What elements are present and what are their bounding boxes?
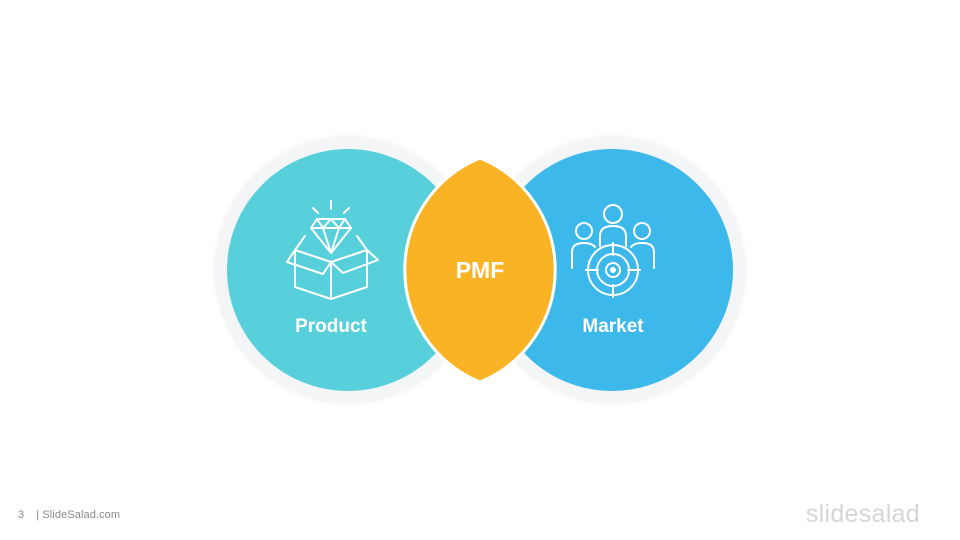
page-number: 3 xyxy=(18,509,25,521)
diamond-box-icon xyxy=(286,200,379,300)
target-audience-icon xyxy=(571,204,655,298)
product-circle xyxy=(227,149,469,391)
pmf-intersection xyxy=(403,156,557,384)
product-label: Product xyxy=(295,316,367,337)
pmf-label: PMF xyxy=(456,257,505,283)
footer: 3 | SlideSalad.com xyxy=(18,509,120,521)
source-credit: | SlideSalad.com xyxy=(36,509,121,521)
brand-logo: slidesalad xyxy=(805,500,920,528)
market-label: Market xyxy=(582,316,644,337)
